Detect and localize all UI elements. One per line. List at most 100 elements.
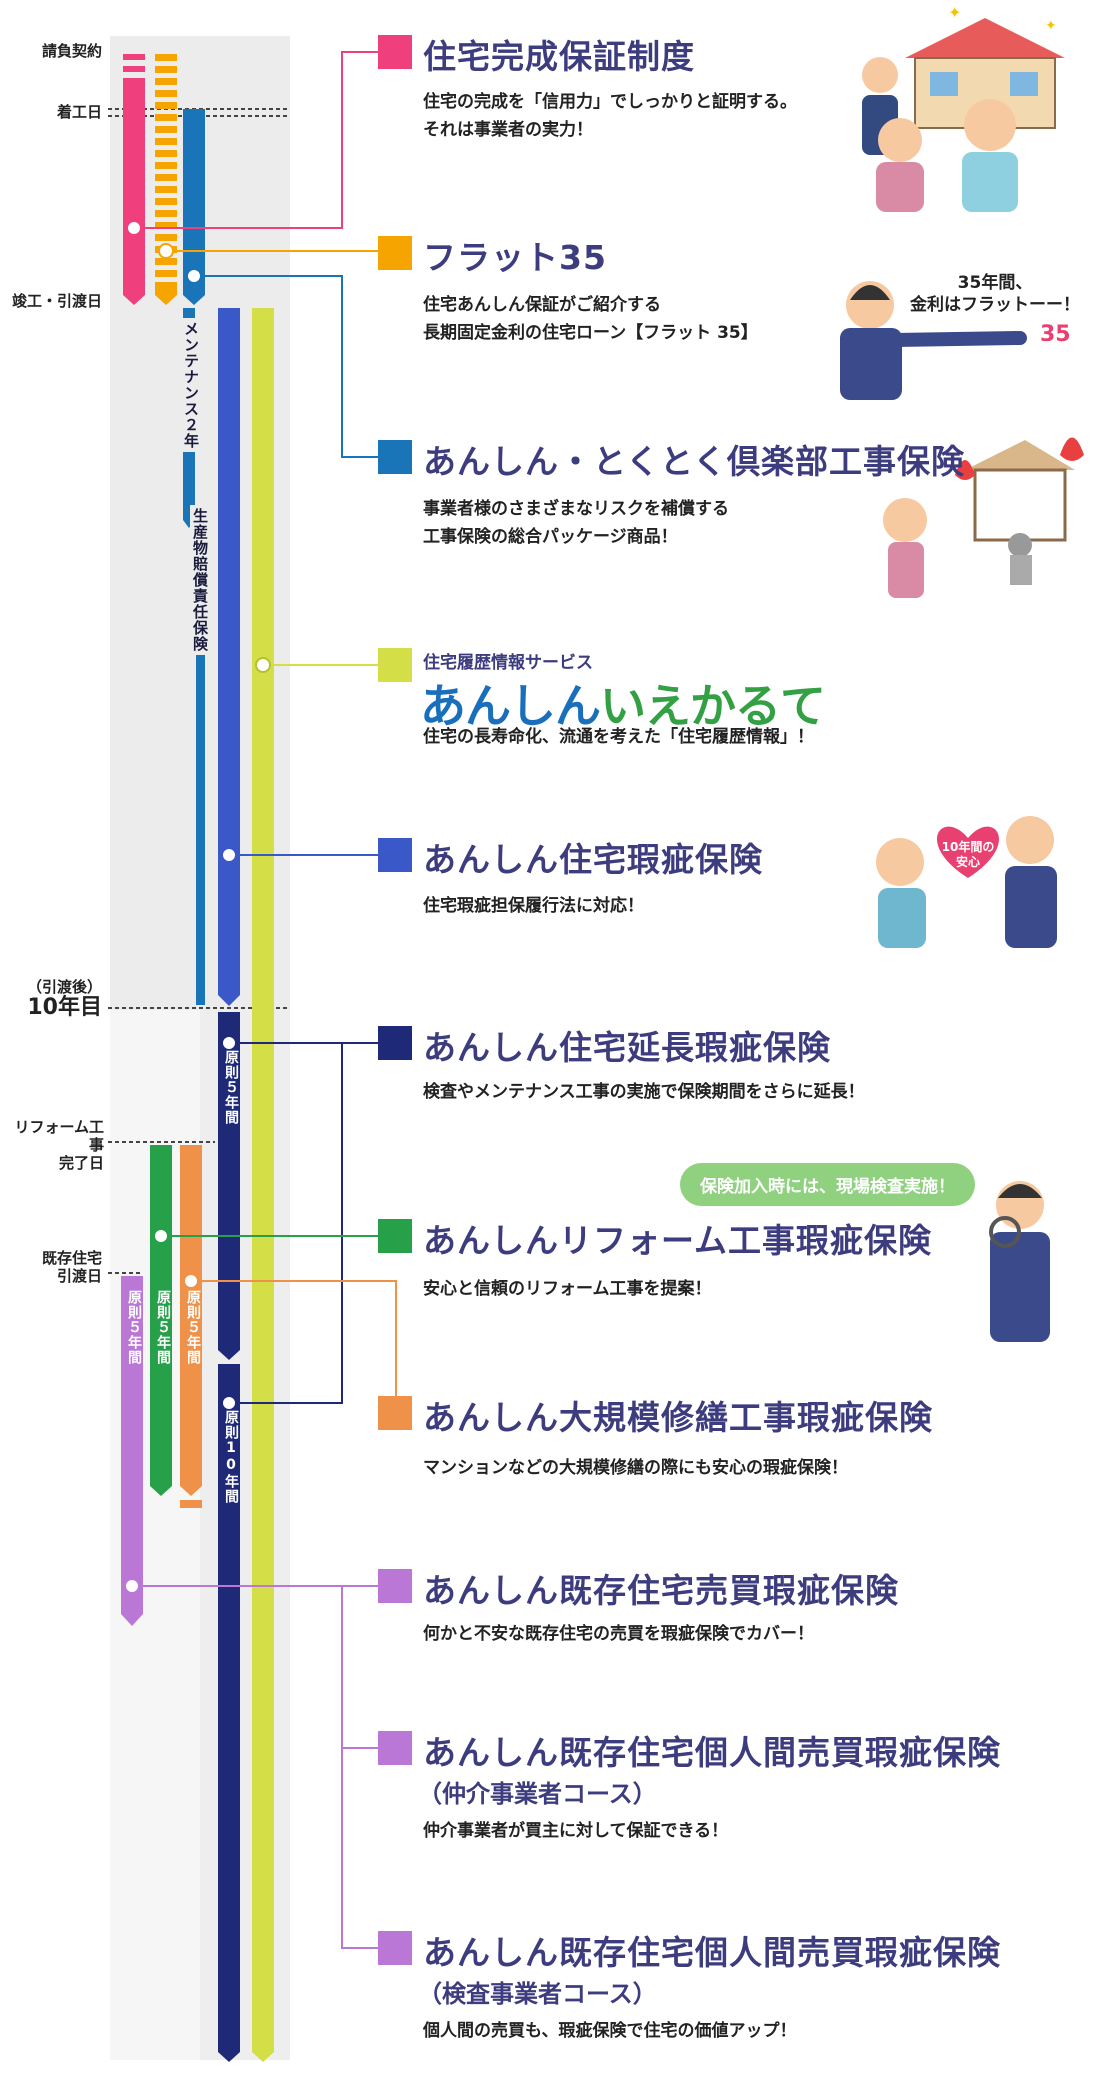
bar-daikibo	[180, 1145, 202, 1496]
label-start-date: 着工日	[56, 103, 102, 121]
item-title-completion[interactable]: 住宅完成保証制度	[423, 37, 695, 76]
node-flat35	[158, 243, 174, 259]
bar-koji-hoken	[183, 109, 205, 305]
item-desc-kojinkan-chukai: 仲介事業者が買主に対して保証できる！	[423, 1821, 729, 1841]
connector-encho-10y	[229, 1043, 343, 1404]
flat35-caption: 35年間、 金利はフラットーー！	[910, 273, 1080, 315]
bar-label-reform-5y: 原則５年間	[155, 1290, 171, 1365]
item-subtitle-kojinkan-kensa: （検査事業者コース）	[418, 1980, 657, 2008]
flat35-stripe	[155, 162, 177, 169]
item-title-rireki[interactable]: 住宅履歴情報サービス	[423, 653, 593, 673]
item-title-kojinkan-chukai[interactable]: あんしん既存住宅個人間売買瑕疵保険	[423, 1733, 1001, 1772]
bar-daikibo-end	[180, 1500, 202, 1508]
logo-part-iekarute: いえかるて	[600, 679, 826, 733]
svg-text:✦: ✦	[1045, 18, 1057, 34]
bar-label-maintenance: メンテナンス２年	[181, 318, 202, 452]
label-reform-done: リフォーム工事 完了日	[14, 1118, 104, 1172]
illustration-burning-house	[883, 437, 1084, 598]
item-marker-encho	[378, 1026, 412, 1060]
item-desc-completion: 住宅の完成を「信用力」でしっかりと証明する。 それは事業者の実力！	[423, 92, 797, 140]
anshin-iekarute-logo: あんしんいえかるて	[420, 670, 826, 736]
item-title-flat35[interactable]: フラット35	[423, 238, 607, 277]
item-title-kojinkan-kensa[interactable]: あんしん既存住宅個人間売買瑕疵保険	[423, 1933, 1001, 1972]
flat35-stripe	[155, 54, 177, 61]
bar-product-liability	[196, 505, 205, 1005]
flat35-stripe	[155, 78, 177, 85]
illustration-inspector	[989, 1181, 1050, 1342]
flat35-stripe	[155, 222, 177, 229]
logo-part-anshin: あんしん	[420, 679, 601, 733]
flat35-stripe	[155, 210, 177, 217]
flat35-stripe	[155, 66, 177, 73]
item-marker-daikibo	[378, 1396, 412, 1430]
flat35-stripe	[155, 102, 177, 109]
label-tenth-year: 10年目	[27, 995, 102, 1020]
reform-speech-bubble: 保険加入時には、現場検査実施！	[680, 1163, 975, 1206]
bar-flat35-tip	[155, 286, 177, 305]
item-desc-rireki: 住宅の長寿命化、流通を考えた「住宅履歴情報」！	[423, 727, 814, 747]
item-desc-kashi: 住宅瑕疵担保履行法に対応！	[423, 896, 644, 916]
item-marker-flat35	[378, 236, 412, 270]
item-desc-kojinkan-kensa: 個人間の売買も、瑕疵保険で住宅の価値アップ！	[423, 2021, 797, 2041]
item-marker-kison	[378, 1569, 412, 1603]
node-daikibo	[183, 1273, 199, 1289]
bar-label-existing-5y: 原則５年間	[126, 1290, 142, 1365]
svg-text:✦: ✦	[948, 3, 961, 22]
node-completion	[126, 220, 142, 236]
flat35-stripe	[155, 198, 177, 205]
item-desc-flat35: 住宅あんしん保証がご紹介する 長期固定金利の住宅ローン【フラット 35】	[423, 295, 758, 343]
bar-completion-guarantee	[123, 54, 145, 305]
item-marker-reform	[378, 1219, 412, 1253]
bar-rireki	[252, 308, 274, 2062]
item-desc-daikibo: マンションなどの大規模修繕の際にも安心の瑕疵保険！	[423, 1458, 848, 1478]
flat35-stripe	[155, 258, 177, 265]
item-marker-kojinkan-chukai	[378, 1731, 412, 1765]
timeline-background-lower-shade	[200, 1010, 290, 2060]
node-kison	[124, 1578, 140, 1594]
flat35-stripe	[155, 90, 177, 97]
bar-kison	[121, 1276, 143, 1626]
flat35-stripe	[155, 174, 177, 181]
bar-label-product-liability: 生産物賠償責任保険	[190, 505, 211, 655]
item-desc-kison: 何かと不安な既存住宅の売買を瑕疵保険でカバー！	[423, 1624, 814, 1644]
flat35-stripe	[155, 234, 177, 241]
item-title-kison[interactable]: あんしん既存住宅売買瑕疵保険	[423, 1571, 899, 1610]
connector-completion	[134, 51, 378, 229]
flat35-stripe	[155, 114, 177, 121]
item-desc-koji: 事業者様のさまざまなリスクを補償する 工事保険の総合パッケージ商品！	[423, 499, 729, 547]
item-marker-rireki	[378, 648, 412, 682]
node-kashi	[221, 847, 237, 863]
flat35-stripe	[155, 126, 177, 133]
illustration-happy-family: ✦ ✦	[862, 3, 1065, 212]
flat35-stripe	[155, 138, 177, 145]
item-title-kashi[interactable]: あんしん住宅瑕疵保険	[423, 840, 763, 879]
bar-label-daikibo-5y: 原則５年間	[185, 1290, 201, 1365]
label-after-handover: （引渡後）	[26, 978, 102, 996]
bar-encho-5y	[218, 1012, 240, 1360]
item-marker-kojinkan-kensa	[378, 1931, 412, 1965]
item-title-encho[interactable]: あんしん住宅延長瑕疵保険	[423, 1028, 831, 1067]
label-contract: 請負契約	[41, 42, 102, 60]
flat35-logo: 35	[1040, 322, 1071, 347]
node-koji	[186, 268, 202, 284]
bar-kashi	[218, 308, 240, 1006]
bar-label-extension-10y: 原則10年間	[223, 1410, 239, 1504]
item-title-koji[interactable]: あんしん・とくとく倶楽部工事保険	[423, 442, 966, 481]
bar-flat35	[155, 54, 177, 289]
label-existing-handover: 既存住宅 引渡日	[41, 1249, 102, 1285]
flat35-stripe	[155, 282, 177, 289]
item-title-reform[interactable]: あんしんリフォーム工事瑕疵保険	[423, 1221, 933, 1260]
bar-encho-10y	[218, 1364, 240, 2062]
node-rireki	[255, 657, 271, 673]
node-encho	[221, 1035, 237, 1051]
item-subtitle-kojinkan-chukai: （仲介事業者コース）	[418, 1780, 657, 1808]
connector-daikibo	[191, 1280, 397, 1413]
flat35-stripe	[155, 150, 177, 157]
node-reform	[153, 1228, 169, 1244]
item-desc-reform: 安心と信頼のリフォーム工事を提案！	[423, 1279, 712, 1299]
flat35-stripe	[155, 270, 177, 277]
connector-kison-2	[341, 1586, 378, 1949]
item-title-daikibo[interactable]: あんしん大規模修繕工事瑕疵保険	[423, 1398, 933, 1437]
